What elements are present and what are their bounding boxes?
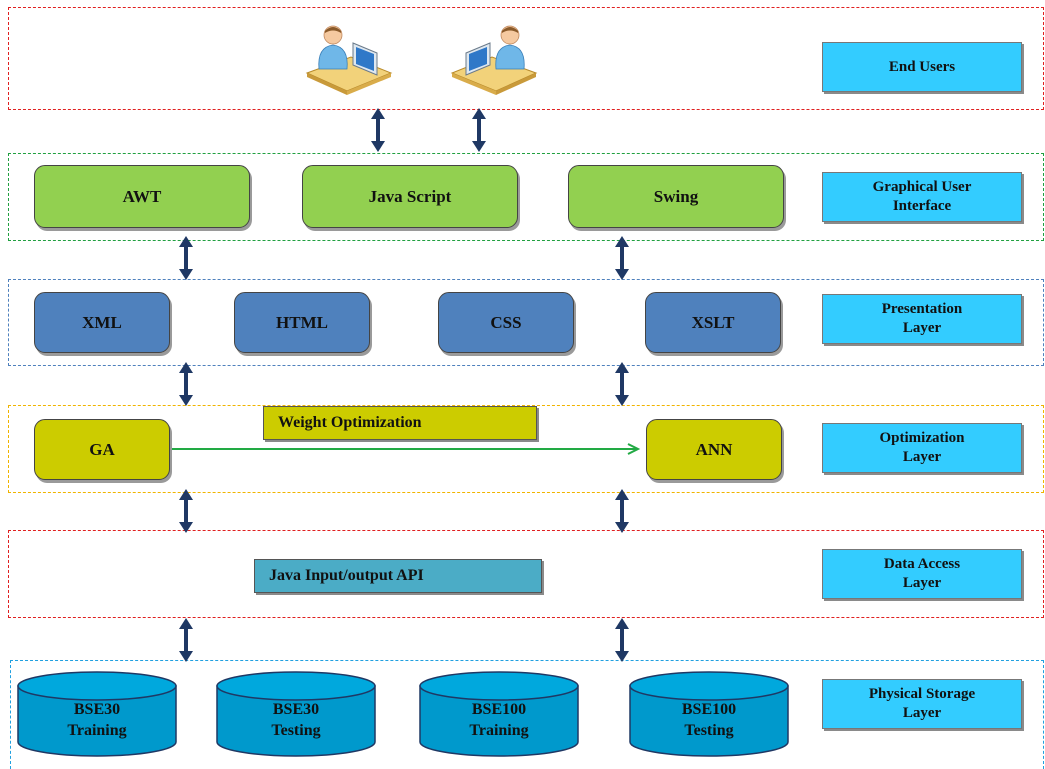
storage-item-line2: Testing bbox=[684, 721, 734, 739]
user-at-desk-icon bbox=[451, 25, 537, 95]
double-headed-arrow-icon bbox=[615, 362, 629, 406]
optimization-layer bbox=[8, 405, 1044, 493]
end-users-label-text: End Users bbox=[888, 58, 956, 75]
storage-item-line1: BSE30 bbox=[272, 701, 320, 718]
gui-layer bbox=[8, 153, 1044, 241]
weight-optimization-label: Weight Optimization bbox=[263, 406, 537, 440]
storage-item-line2: Training bbox=[469, 721, 529, 739]
storage-label-line2: Layer bbox=[902, 705, 942, 721]
storage-item-line2: Testing bbox=[271, 721, 321, 739]
optimization-label-line1: Optimization bbox=[879, 430, 965, 447]
storage-item-line2: Training bbox=[67, 721, 127, 739]
gui-item-javascript: Java Script bbox=[302, 165, 518, 228]
storage-item-line1: BSE100 bbox=[681, 701, 737, 718]
double-headed-arrow-icon bbox=[615, 489, 629, 533]
presentation-label-line2: Layer bbox=[902, 320, 942, 336]
presentation-label-line1: Presentation bbox=[881, 301, 963, 318]
double-headed-arrow-icon bbox=[179, 489, 193, 533]
double-headed-arrow-icon bbox=[615, 236, 629, 280]
gui-item-swing: Swing bbox=[568, 165, 784, 228]
optimization-item-ann: ANN bbox=[646, 419, 782, 480]
storage-item-bse30-testing: BSE30 Testing bbox=[215, 700, 377, 742]
optimization-item-ga: GA bbox=[34, 419, 170, 480]
presentation-item-html: HTML bbox=[234, 292, 370, 353]
database-cylinder-icon bbox=[419, 671, 579, 757]
double-headed-arrow-icon bbox=[472, 108, 486, 152]
storage-item-line1: BSE100 bbox=[471, 701, 527, 718]
database-cylinder-icon bbox=[629, 671, 789, 757]
double-headed-arrow-icon bbox=[179, 236, 193, 280]
data-access-layer bbox=[8, 530, 1044, 618]
physical-storage-layer bbox=[10, 660, 1044, 769]
storage-item-line1: BSE30 bbox=[73, 701, 121, 718]
presentation-item-xslt: XSLT bbox=[645, 292, 781, 353]
storage-item-bse100-testing: BSE100 Testing bbox=[628, 700, 790, 742]
gui-label-line1: Graphical User bbox=[872, 179, 972, 196]
data-access-label-line2: Layer bbox=[902, 575, 942, 591]
gui-item-awt: AWT bbox=[34, 165, 250, 228]
gui-label-line2: Interface bbox=[892, 198, 952, 214]
presentation-layer bbox=[8, 279, 1044, 366]
database-cylinder-icon bbox=[17, 671, 177, 757]
presentation-item-css: CSS bbox=[438, 292, 574, 353]
storage-item-bse100-training: BSE100 Training bbox=[418, 700, 580, 742]
double-headed-arrow-icon bbox=[615, 618, 629, 662]
database-cylinder-icon bbox=[216, 671, 376, 757]
presentation-item-xml: XML bbox=[34, 292, 170, 353]
double-headed-arrow-icon bbox=[179, 618, 193, 662]
storage-label-line1: Physical Storage bbox=[868, 686, 976, 703]
ga-to-ann-arrow bbox=[172, 443, 641, 455]
end-users-layer bbox=[8, 7, 1044, 110]
double-headed-arrow-icon bbox=[371, 108, 385, 152]
end-users-label: End Users bbox=[822, 42, 1022, 92]
double-headed-arrow-icon bbox=[179, 362, 193, 406]
data-access-label-line1: Data Access bbox=[883, 556, 961, 573]
user-at-desk-icon bbox=[306, 25, 392, 95]
optimization-label-line2: Layer bbox=[902, 449, 942, 465]
java-io-api-box: Java Input/output API bbox=[254, 559, 542, 593]
storage-item-bse30-training: BSE30 Training bbox=[16, 700, 178, 742]
